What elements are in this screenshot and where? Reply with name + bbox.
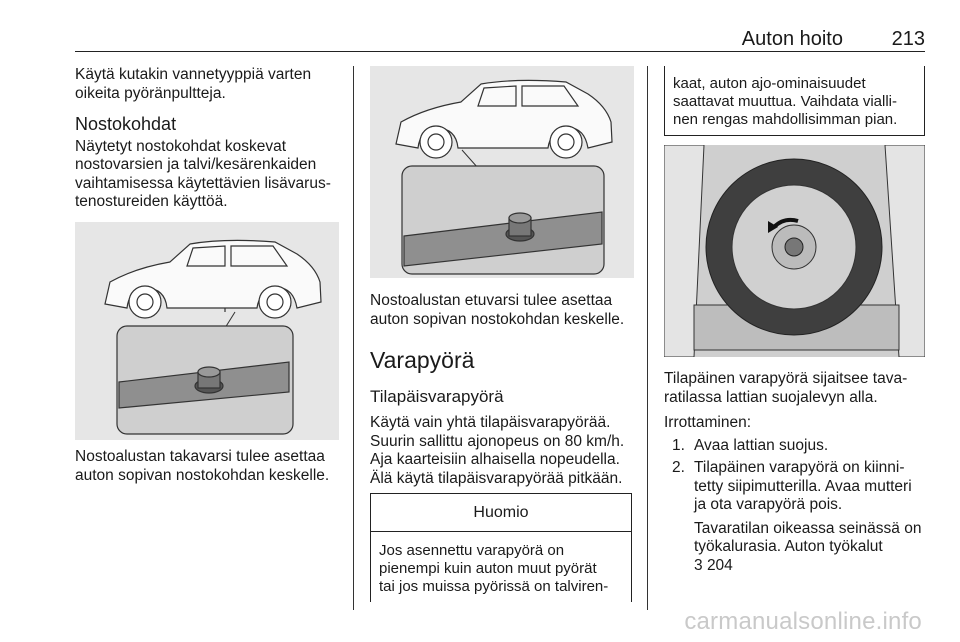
removal-steps: 1. Avaa lattian suojus. 2. Tilapäinen va… (664, 437, 930, 515)
rotation-arrow-icon (772, 217, 799, 229)
spare-wheel-figure (664, 145, 925, 357)
list-item: 2. Tilapäinen varapyörä on kiinni-tetty … (672, 459, 912, 513)
watermark: carmanualsonline.info (684, 608, 922, 635)
column-divider-1 (353, 66, 354, 610)
page-number: 213 (891, 28, 925, 50)
page-reference-link[interactable]: 3 204 (694, 556, 733, 574)
notice-title: Huomio (371, 494, 631, 532)
front-lift-figure (370, 66, 634, 278)
subheading-tilapaisvarapyora: Tilapäisvarapyörä (370, 387, 504, 406)
reference-arrow-icon: 3 (694, 556, 703, 574)
page-header: Auton hoito 213 (75, 28, 925, 52)
wing-nut (784, 237, 804, 257)
spare-wheel-caption: Tilapäinen varapyörä sijaitsee tava-rati… (664, 370, 908, 406)
column-divider-2 (647, 66, 648, 610)
rear-lift-figure (75, 222, 339, 440)
list-item: 1. Avaa lattian suojus. (672, 436, 829, 454)
column-3: Tilapäinen varapyörä sijaitsee tava-rati… (664, 370, 930, 575)
car-side-illustration (395, 79, 613, 159)
header-title: Auton hoito (741, 28, 843, 50)
car-side-illustration (104, 239, 322, 319)
spare-wheel-paragraph: Käytä vain yhtä tilapäisvarapyörää.Suuri… (370, 414, 625, 487)
removal-label: Irrottaminen: (664, 414, 752, 431)
header-rule (75, 51, 925, 52)
section-heading-nostokohdat: Nostokohdat (75, 114, 177, 134)
section-heading-varapyora: Varapyörä (370, 347, 475, 373)
